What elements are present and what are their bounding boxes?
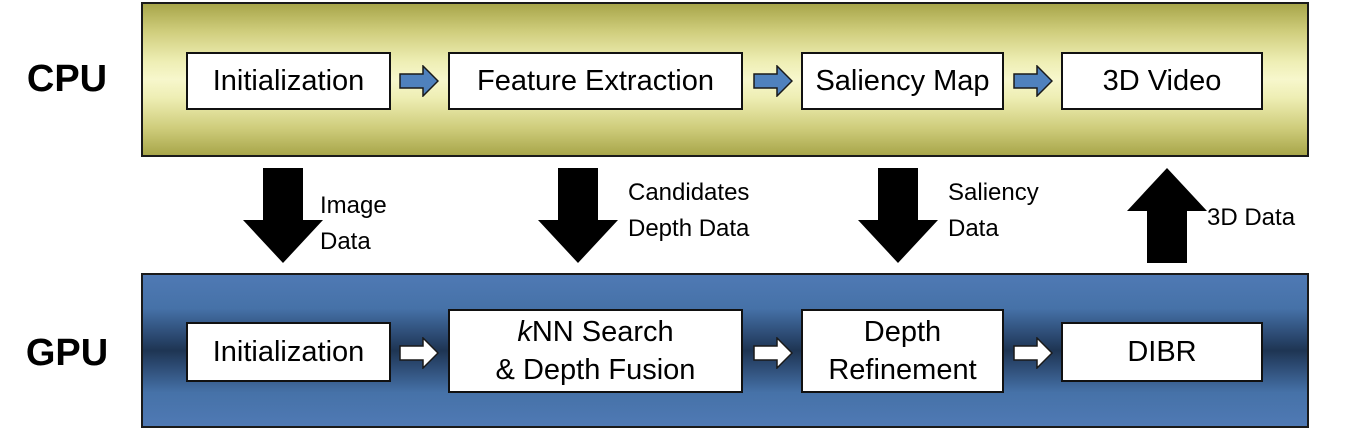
depth-label: Depth — [863, 316, 942, 348]
saliency-map-box: Saliency Map — [801, 52, 1004, 110]
cpu-label: CPU — [26, 58, 108, 100]
saliency-data-label: Saliency Data — [948, 175, 1039, 247]
saliency-data-line2: Data — [948, 215, 999, 242]
image-data-line2: Data — [320, 228, 371, 255]
gpu-label: GPU — [25, 332, 109, 374]
3d-video-box: 3D Video — [1061, 52, 1263, 110]
cpu-initialization-label: Initialization — [212, 65, 365, 97]
image-data-line1: Image — [320, 192, 387, 219]
candidates-line2: Depth Data — [628, 215, 750, 242]
knn-search-box: kNN Search & Depth Fusion — [448, 309, 743, 393]
cpu-arrow-1 — [399, 65, 439, 97]
depth-refinement-box: Depth Refinement — [801, 309, 1004, 393]
gpu-arrow-1 — [399, 337, 439, 369]
cpu-initialization-box: Initialization — [186, 52, 391, 110]
candidates-line1: Candidates — [628, 179, 750, 206]
knn-search-text: NN Search — [531, 316, 674, 348]
cpu-arrow-3 — [1013, 65, 1053, 97]
candidates-depth-data-label: Candidates Depth Data — [628, 175, 749, 247]
feature-extraction-box: Feature Extraction — [448, 52, 743, 110]
saliency-data-line1: Saliency — [948, 179, 1039, 206]
knn-search-label: kNN Search — [517, 313, 673, 351]
image-data-label: Image Data — [320, 188, 387, 260]
gpu-initialization-label: Initialization — [212, 336, 365, 368]
dibr-box: DIBR — [1061, 322, 1263, 382]
saliency-data-down-arrow — [858, 168, 938, 263]
feature-extraction-label: Feature Extraction — [477, 65, 714, 97]
saliency-map-label: Saliency Map — [815, 65, 990, 97]
3d-video-label: 3D Video — [1102, 65, 1222, 97]
depth-fusion-label: & Depth Fusion — [495, 354, 696, 386]
candidates-down-arrow — [538, 168, 618, 263]
gpu-initialization-box: Initialization — [186, 322, 391, 382]
dibr-label: DIBR — [1127, 336, 1197, 368]
refinement-label: Refinement — [828, 354, 977, 386]
image-data-down-arrow — [243, 168, 323, 263]
3d-data-label: 3D Data — [1207, 200, 1295, 236]
knn-k-letter: k — [517, 316, 532, 348]
gpu-arrow-3 — [1013, 337, 1053, 369]
cpu-arrow-2 — [753, 65, 793, 97]
gpu-arrow-2 — [753, 337, 793, 369]
3d-data-line1: 3D Data — [1207, 204, 1296, 231]
3d-data-up-arrow — [1127, 168, 1207, 263]
